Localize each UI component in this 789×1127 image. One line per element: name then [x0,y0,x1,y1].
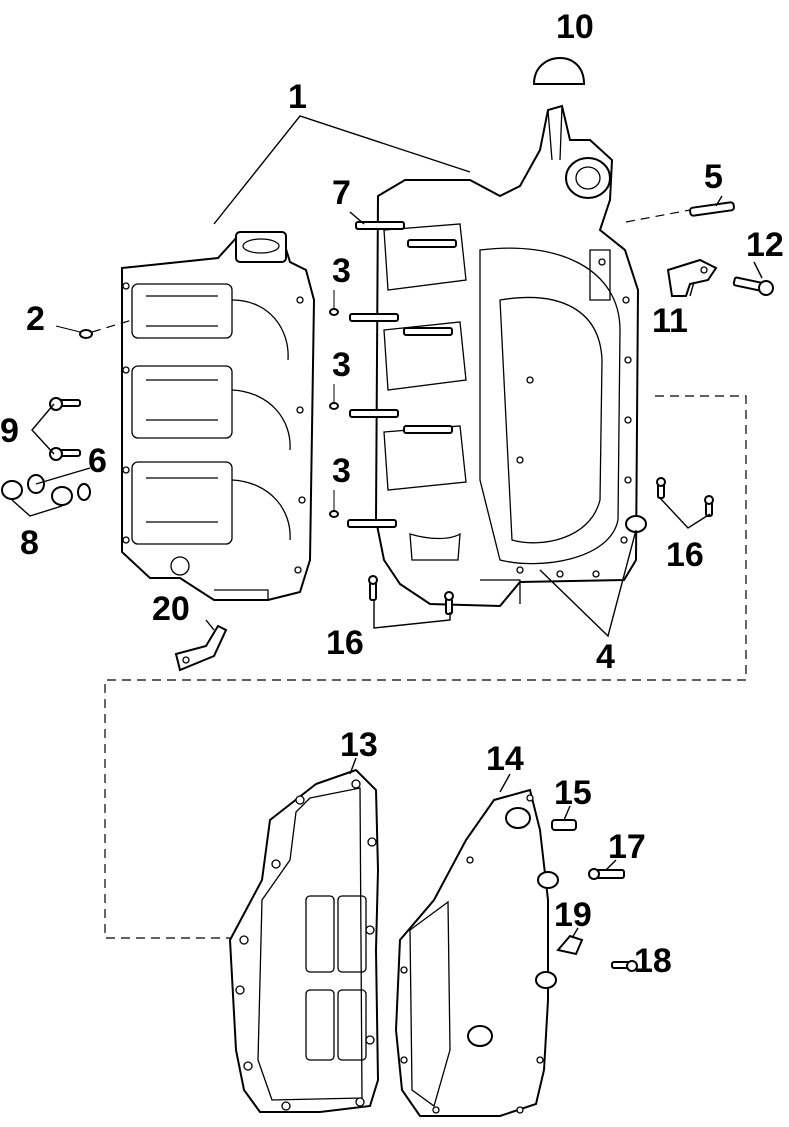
callout-11: 11 [652,302,688,340]
screws-part-16 [368,477,714,615]
crankcase-left-half [121,231,316,601]
callout-9: 9 [0,412,19,450]
callout-5: 5 [704,158,723,196]
plug-part-10 [532,56,586,85]
callout-4: 4 [596,638,615,676]
dowel-pins [329,308,339,518]
callout-8: 8 [20,524,39,562]
callout-20: 20 [152,590,190,628]
screw-part-17 [588,868,625,880]
callout-13: 13 [340,726,378,764]
callout-17: 17 [608,828,646,866]
leader-lines [11,115,763,939]
bolt-part-12 [732,276,774,296]
gasket-part-13 [228,768,380,1113]
pin-part-2 [79,319,133,339]
callout-14: 14 [486,740,524,778]
fitting-part-15 [551,819,577,831]
cylinder-block [374,104,647,608]
clamp-part-11 [666,258,718,297]
screw-part-18 [611,960,638,972]
nuts-part-8 [1,480,73,506]
cylinder-studs [347,221,457,528]
assembly-boundary-dashed [104,395,747,939]
callout-10: 10 [556,8,594,46]
callout-1: 1 [288,78,307,116]
callout-16-bottom: 16 [326,624,364,662]
callout-2: 2 [26,300,45,338]
callout-12: 12 [746,226,784,264]
callout-3-top: 3 [332,252,351,290]
pin-part-5 [625,201,735,223]
callout-18: 18 [634,942,672,980]
callout-labels: 1 2 3 3 3 4 5 6 7 8 9 10 11 12 13 14 15 … [0,8,784,980]
callout-15: 15 [554,774,592,812]
callout-16-right: 16 [666,536,704,574]
callout-3-bottom: 3 [332,452,351,490]
callout-7: 7 [332,174,351,212]
cover-part-14 [394,788,559,1117]
callout-3-middle: 3 [332,346,351,384]
screws-part-9 [49,397,81,461]
callout-6: 6 [88,442,107,480]
callout-19: 19 [554,896,592,934]
bracket-part-20 [174,624,228,672]
clip-part-19 [556,934,584,956]
